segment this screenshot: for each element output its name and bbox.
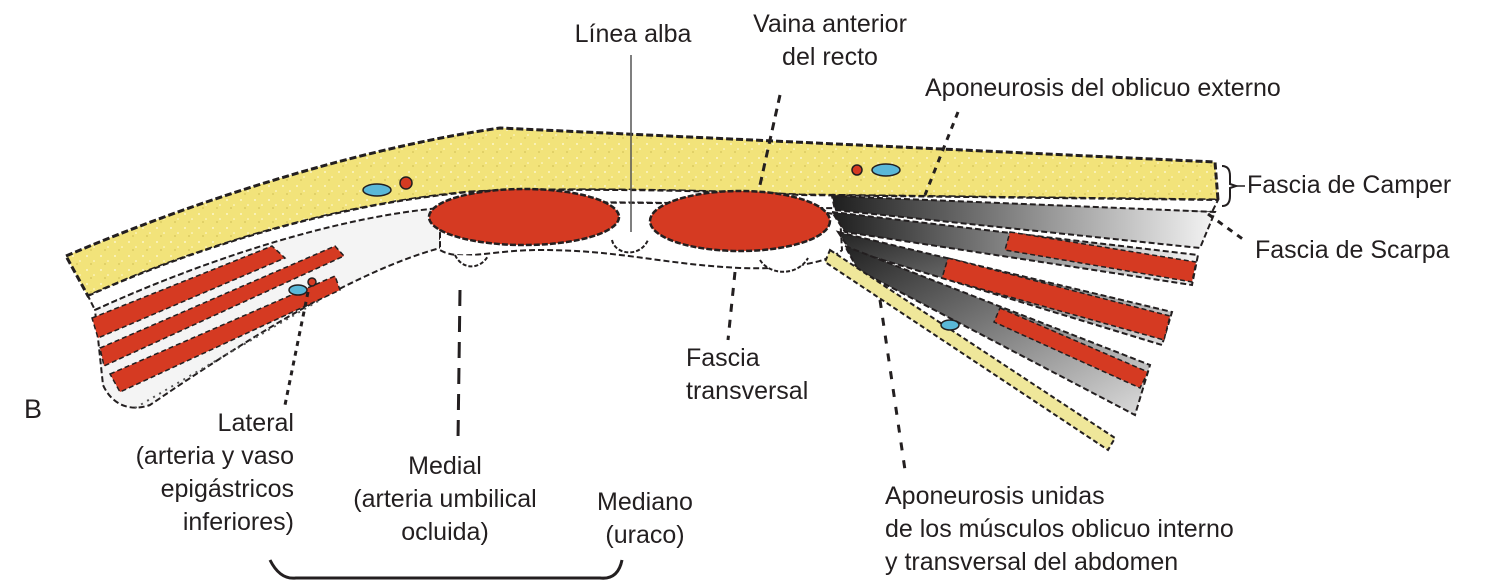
label-fascia-transversal-line2: transversal: [686, 375, 808, 408]
leader-medial: [458, 290, 460, 440]
label-aponeurosis-oblicuo-externo: Aponeurosis del oblicuo externo: [925, 72, 1281, 105]
epigastric-vein: [289, 285, 307, 295]
mediano-bracket: [270, 560, 622, 578]
label-lateral-line4: inferiores): [80, 506, 294, 539]
lateral-fold-bump: [455, 255, 488, 266]
label-medial-line3: ocluida): [320, 516, 570, 549]
label-mediano-line1: Mediano: [580, 486, 710, 519]
deep-vessel-right: [941, 320, 959, 330]
right-rectus-muscle: [650, 191, 830, 251]
panel-letter: B: [24, 393, 42, 426]
label-medial: Medial (arteria umbilical ocluida): [320, 450, 570, 549]
label-aponeurosis-unidas: Aponeurosis unidas de los músculos oblic…: [885, 480, 1234, 579]
superficial-vein-left: [363, 184, 391, 196]
label-fascia-transversal: Fascia transversal: [686, 342, 808, 408]
medial-fold-bump: [760, 258, 808, 272]
label-fascia-transversal-line1: Fascia: [686, 342, 808, 375]
label-medial-line2: (arteria umbilical: [320, 483, 570, 516]
leader-fascia-transversal: [728, 272, 735, 340]
label-medial-line1: Medial: [320, 450, 570, 483]
left-rectus-muscle: [429, 189, 619, 245]
label-vaina-anterior-line1: Vaina anterior: [720, 8, 940, 41]
camper-bracket: [1222, 166, 1236, 206]
superficial-vein-right: [872, 164, 900, 176]
label-mediano: Mediano (uraco): [580, 486, 710, 552]
label-aponeurosis-unidas-line3: y transversal del abdomen: [885, 546, 1234, 579]
label-fascia-scarpa: Fascia de Scarpa: [1255, 234, 1450, 267]
label-lateral-line1: Lateral: [80, 407, 294, 440]
label-fascia-camper: Fascia de Camper: [1247, 169, 1451, 202]
label-linea-alba: Línea alba: [548, 18, 718, 51]
epigastric-artery: [308, 278, 316, 286]
label-lateral-line2: (arteria y vaso: [80, 440, 294, 473]
superficial-artery-left: [400, 177, 412, 189]
leader-aponeurosis-unidas: [880, 300, 905, 470]
label-lateral: Lateral (arteria y vaso epigástricos inf…: [80, 407, 294, 539]
label-vaina-anterior: Vaina anterior del recto: [720, 8, 940, 74]
label-mediano-line2: (uraco): [580, 519, 710, 552]
superficial-artery-right: [852, 165, 862, 175]
label-aponeurosis-unidas-line1: Aponeurosis unidas: [885, 480, 1234, 513]
label-lateral-line3: epigástricos: [80, 473, 294, 506]
label-aponeurosis-unidas-line2: de los músculos oblicuo interno: [885, 513, 1234, 546]
label-vaina-anterior-line2: del recto: [720, 41, 940, 74]
